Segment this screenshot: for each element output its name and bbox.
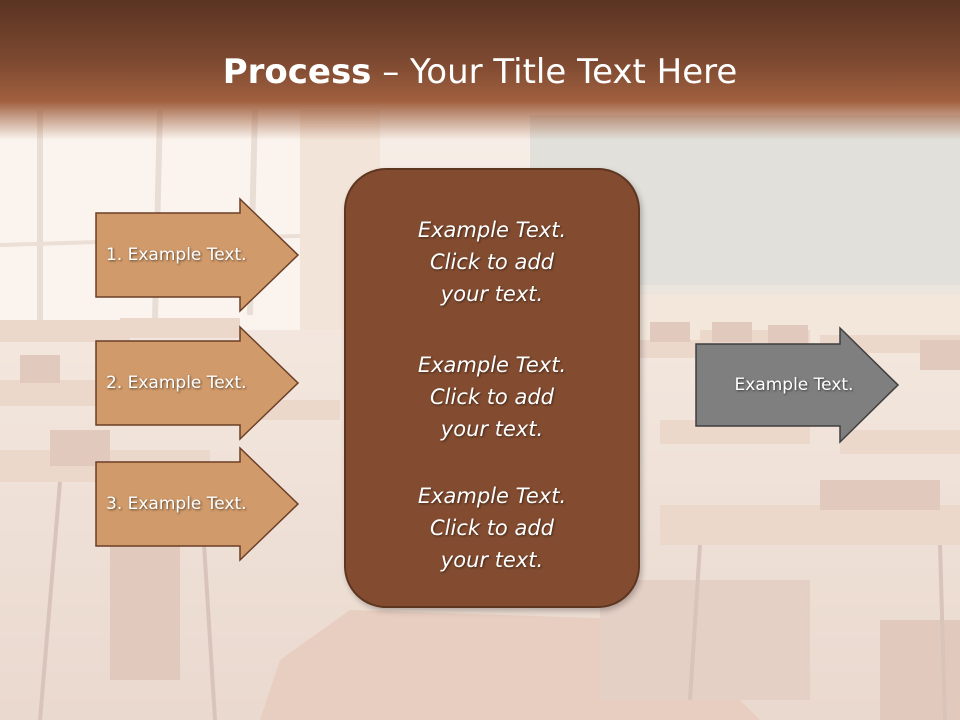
center-paragraph-3-line-3: your text. (440, 548, 544, 572)
title-rest: – Your Title Text Here (371, 52, 738, 92)
center-paragraph-2: Example Text. Click to add your text. (346, 349, 638, 445)
center-paragraph-1: Example Text. Click to add your text. (346, 214, 638, 310)
center-paragraph-1-line-1: Example Text. (417, 218, 567, 242)
center-paragraph-3-line-2: Click to add (429, 516, 554, 540)
title-banner (0, 0, 960, 140)
input-arrow-3-label: 3. Example Text. (106, 494, 247, 514)
slide-title[interactable]: Process – Your Title Text Here (0, 52, 960, 92)
input-arrow-1[interactable]: 1. Example Text. (94, 197, 300, 313)
input-arrow-2-label: 2. Example Text. (106, 373, 247, 393)
title-bold: Process (222, 52, 372, 92)
output-arrow[interactable]: Example Text. (694, 326, 900, 444)
output-arrow-label: Example Text. (734, 375, 854, 395)
center-paragraph-3: Example Text. Click to add your text. (346, 480, 638, 576)
input-arrow-3[interactable]: 3. Example Text. (94, 446, 300, 562)
center-paragraph-2-line-2: Click to add (429, 385, 554, 409)
input-arrow-1-label: 1. Example Text. (106, 245, 247, 265)
center-paragraph-2-line-3: your text. (440, 417, 544, 441)
center-paragraph-3-line-1: Example Text. (417, 484, 567, 508)
center-paragraph-1-line-3: your text. (440, 282, 544, 306)
input-arrow-2[interactable]: 2. Example Text. (94, 325, 300, 441)
center-paragraph-1-line-2: Click to add (429, 250, 554, 274)
center-paragraph-2-line-1: Example Text. (417, 353, 567, 377)
center-process-box[interactable]: Example Text. Click to add your text. Ex… (344, 168, 640, 608)
